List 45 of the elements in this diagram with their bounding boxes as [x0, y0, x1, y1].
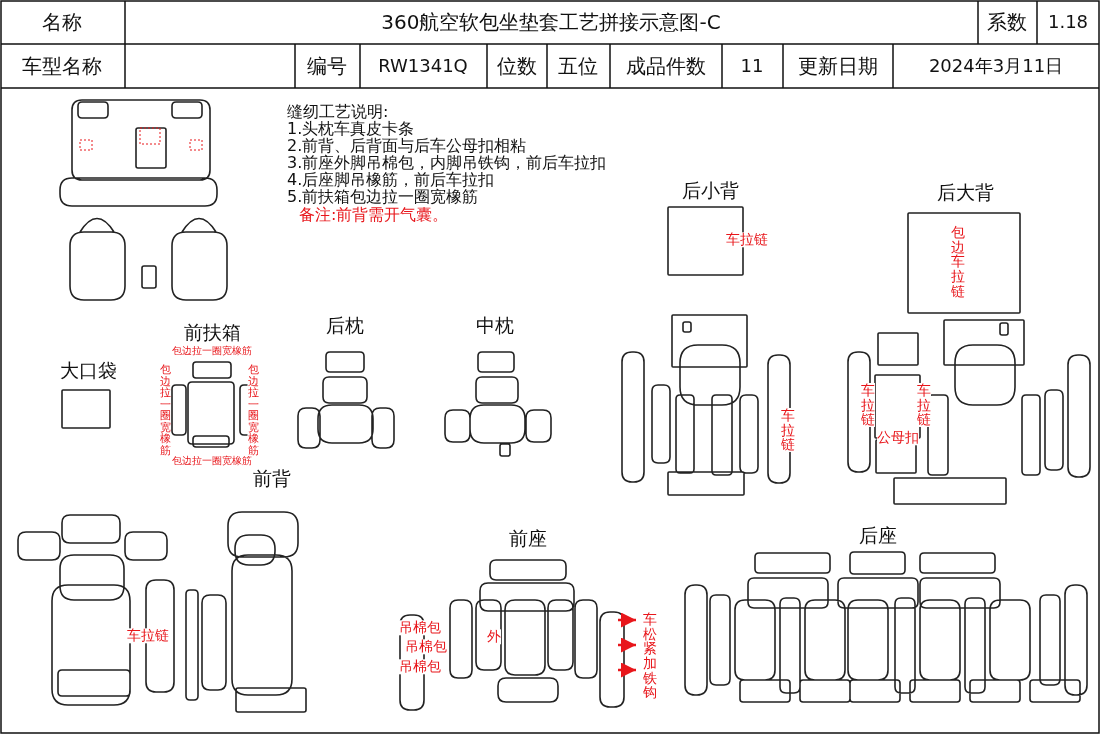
sewing-note: 2.前背、后背面与后车公母扣相粘 [287, 137, 527, 155]
annotation: 吊棉包 [399, 659, 441, 675]
section-title: 后座 [859, 524, 897, 546]
annotation: 车松紧加铁钩 [643, 611, 657, 701]
header-label: 成品件数 [626, 55, 706, 77]
section-title: 后小背 [681, 179, 739, 201]
section-title: 大口袋 [59, 359, 117, 381]
annotation: 车拉链 [781, 407, 795, 453]
annotation: 包边拉一圈宽橡筋 [159, 363, 171, 457]
header-value: RW1341Q [378, 56, 468, 76]
annotation: 外 [487, 629, 501, 645]
section-title: 前背 [253, 467, 291, 489]
sewing-note: 4.后座脚吊橡筋，前后车拉扣 [287, 171, 495, 189]
remark-note: 备注:前背需开气囊。 [299, 206, 449, 224]
header-value: 2024年3月11日 [928, 56, 1064, 76]
header-value: 11 [740, 56, 764, 76]
sewing-note: 3.前座外脚吊棉包，内脚吊铁钩，前后车拉扣 [287, 154, 607, 172]
section-title: 前扶箱 [183, 321, 241, 343]
annotation: 车拉链 [861, 382, 875, 428]
header-label: 编号 [307, 55, 347, 77]
annotation: 包边拉一圈宽橡筋 [172, 454, 252, 466]
note-heading: 缝纫工艺说明: [287, 103, 389, 121]
header-label: 车型名称 [22, 55, 102, 77]
annotation: 吊棉包 [405, 639, 447, 655]
annotation: 车拉链 [917, 382, 931, 428]
annotation: 公母扣 [877, 430, 919, 446]
header-label: 更新日期 [798, 55, 878, 77]
annotation: 包边拉一圈宽橡筋 [247, 363, 259, 457]
header-value: 1.18 [1047, 12, 1089, 32]
header-label: 系数 [987, 11, 1027, 33]
section-title: 前座 [509, 527, 547, 549]
section-title: 后枕 [326, 314, 364, 336]
annotation: 吊棉包 [399, 620, 441, 636]
header-value: 360航空软包坐垫套工艺拼接示意图-C [381, 11, 721, 33]
annotation: 包边拉一圈宽橡筋 [172, 344, 252, 356]
annotation: 包边车拉链 [951, 225, 965, 299]
header-value: 五位 [558, 55, 598, 77]
sewing-note: 5.前扶箱包边拉一圈宽橡筋 [287, 188, 479, 206]
sewing-note: 1.头枕车真皮卡条 [287, 120, 415, 138]
annotation: 车拉链 [127, 628, 169, 644]
section-title: 中枕 [476, 314, 514, 336]
section-title: 后大背 [936, 181, 994, 203]
header-label: 位数 [497, 55, 537, 77]
annotation: 车拉链 [726, 232, 768, 248]
header-label: 名称 [42, 11, 82, 33]
